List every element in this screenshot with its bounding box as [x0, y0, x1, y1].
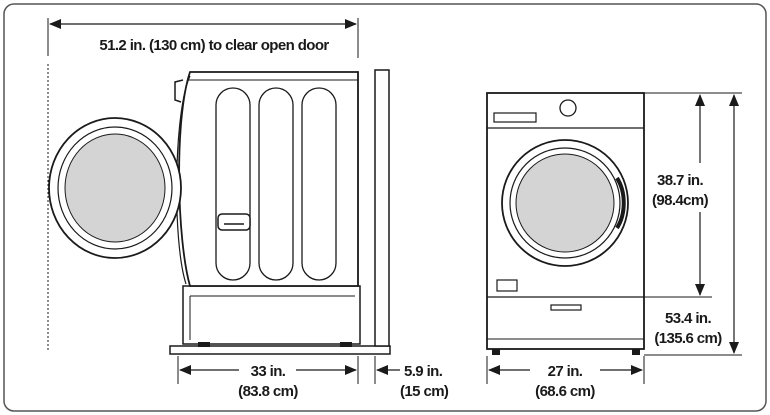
pedestal-handle [550, 304, 582, 311]
front-door-glass [515, 153, 615, 253]
dim-width: 27 in. (68.6 cm) [486, 356, 645, 400]
side-view: 51.2 in. (130 cm) to clear open door 33 … [47, 18, 450, 400]
dim-wall-gap: 5.9 in. (15 cm) [374, 356, 450, 400]
depth-metric: (83.8 cm) [238, 383, 298, 400]
width-imperial: 27 in. [548, 363, 583, 380]
height-total-metric: (135.6 cm) [654, 330, 722, 347]
diagram-frame [3, 3, 767, 412]
depth-imperial: 33 in. [251, 363, 286, 380]
height-washer-imperial: 38.7 in. [657, 172, 703, 189]
height-total-imperial: 53.4 in. [665, 310, 711, 327]
width-metric: (68.6 cm) [535, 383, 595, 400]
door-clearance-label: 51.2 in. (130 cm) to clear open door [99, 37, 329, 54]
wall-gap-imperial: 5.9 in. [404, 363, 443, 380]
dim-height-washer: 38.7 in. (98.4cm) [652, 94, 709, 296]
front-door-handle [615, 176, 626, 230]
dim-height-total: 53.4 in. (135.6 cm) [652, 94, 739, 354]
front-door [501, 139, 629, 267]
side-handle [217, 213, 251, 231]
door-glass [64, 133, 166, 243]
side-pedestal [182, 285, 361, 347]
front-foot-right [632, 349, 640, 355]
dim-depth: 33 in. (83.8 cm) [177, 356, 359, 400]
filter-cover [496, 279, 518, 292]
wall-gap-metric: (15 cm) [400, 383, 449, 400]
front-foot-left [492, 349, 500, 355]
detergent-drawer [493, 112, 537, 123]
wall [374, 69, 390, 347]
floor-platform [169, 345, 391, 355]
front-view: 27 in. (68.6 cm) 38.7 in. (98.4cm) 53.4 … [486, 92, 742, 400]
control-dial [559, 99, 577, 117]
open-door [48, 117, 182, 259]
dim-door-clearance: 51.2 in. (130 cm) to clear open door [47, 18, 359, 58]
side-washer-body [174, 71, 359, 287]
height-washer-metric: (98.4cm) [652, 192, 709, 209]
